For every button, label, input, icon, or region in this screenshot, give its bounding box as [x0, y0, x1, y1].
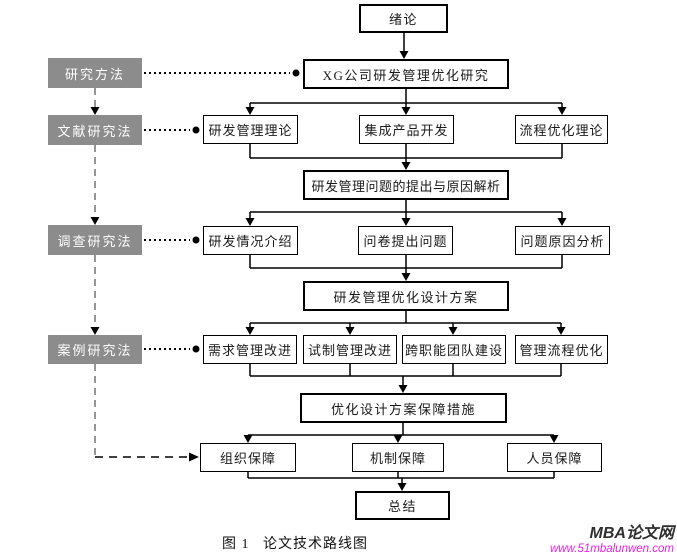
- method-box-survey-research: 调查研究法: [48, 225, 142, 255]
- flow-box-personnel-guarantee: 人员保障: [507, 443, 602, 472]
- flow-box-rd-management-theory: 研发管理理论: [203, 115, 298, 144]
- flow-box-mechanism-guarantee: 机制保障: [352, 443, 444, 472]
- flow-box-problem-cause-analysis: 问题原因分析: [515, 226, 610, 255]
- dashed-method-spine: [90, 88, 199, 462]
- flow-box-trial-production: 试制管理改进: [303, 335, 397, 364]
- flow-box-integrated-product-dev: 集成产品开发: [359, 115, 454, 144]
- flow-box-problem-analysis: 研发管理问题的提出与原因解析: [303, 170, 509, 200]
- flow-box-optimization-design-plan: 研发管理优化设计方案: [303, 281, 509, 311]
- watermark-site-url: www.51mbalunwen.com: [549, 542, 674, 555]
- method-box-research-methods: 研究方法: [48, 58, 142, 88]
- method-box-case-study: 案例研究法: [48, 335, 142, 364]
- flow-box-summary: 总结: [355, 491, 450, 520]
- flow-box-questionnaire-problems: 问卷提出问题: [358, 226, 453, 255]
- flow-box-cross-functional-team: 跨职能团队建设: [402, 335, 506, 364]
- flow-box-demand-management: 需求管理改进: [203, 335, 297, 364]
- flow-box-introduction: 绪论: [359, 4, 448, 33]
- solid-flow-arrows: [243, 33, 567, 491]
- flow-box-safeguard-measures: 优化设计方案保障措施: [300, 393, 507, 423]
- flow-box-organization-guarantee: 组织保障: [200, 443, 296, 472]
- flow-box-management-process-optimization: 管理流程优化: [515, 335, 608, 364]
- dotted-method-links: [144, 69, 300, 353]
- flow-box-process-optimization-theory: 流程优化理论: [515, 115, 608, 144]
- flow-box-rd-situation-intro: 研发情况介绍: [203, 226, 298, 255]
- flow-box-main-topic: XG公司研发管理优化研究: [303, 59, 509, 89]
- figure-caption: 图 1 论文技术路线图: [222, 537, 368, 552]
- watermark-site-name: MBA论文网: [589, 525, 674, 542]
- method-box-literature-research: 文献研究法: [48, 115, 142, 145]
- site-watermark: MBA论文网 www.51mbalunwen.com: [550, 525, 674, 555]
